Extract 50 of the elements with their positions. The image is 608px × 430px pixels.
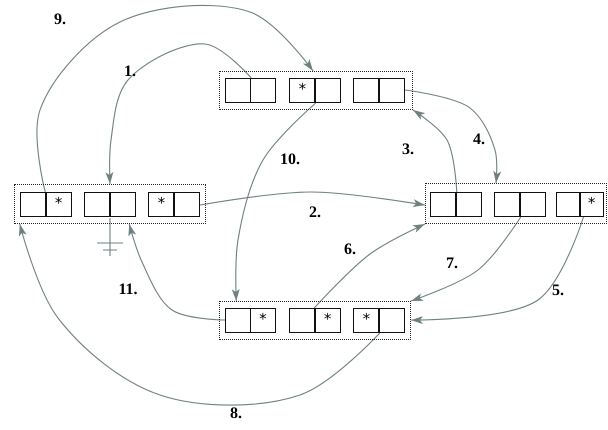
record-field (353, 78, 380, 103)
record-field: * (579, 192, 604, 217)
edge-label: 9. (54, 11, 66, 29)
arrow (412, 110, 458, 192)
record-field: * (289, 78, 316, 103)
record-field (378, 78, 405, 103)
record-field: * (314, 308, 341, 333)
edge-label: 7. (446, 255, 458, 273)
record-field (430, 192, 457, 217)
record-field (494, 192, 521, 217)
record-field (20, 192, 47, 217)
record-field (455, 192, 482, 217)
record-field (378, 308, 405, 333)
dotted-group-box (219, 301, 411, 340)
arrow (200, 191, 426, 208)
arrow (105, 43, 252, 184)
arrow (404, 89, 502, 184)
record-field (519, 192, 546, 217)
record-field: * (250, 308, 276, 333)
edge-label: 5. (552, 282, 564, 300)
record-field: * (353, 308, 380, 333)
dotted-group-box (219, 71, 413, 110)
edge-label: 4. (473, 131, 485, 149)
dotted-group-box (14, 184, 206, 224)
arrow (36, 4, 314, 192)
arrow (410, 216, 522, 302)
arrow (232, 102, 316, 302)
record-field (225, 308, 252, 333)
arrow (128, 224, 226, 321)
record-field: * (45, 192, 72, 217)
edge-label: 11. (118, 281, 138, 299)
edge-label: 8. (230, 405, 242, 423)
edge-label: 6. (344, 241, 356, 259)
arrow (314, 224, 426, 308)
arrow (411, 216, 584, 324)
record-field (225, 78, 252, 103)
record-field (109, 192, 136, 217)
record-field (556, 192, 581, 217)
edge-label: 10. (280, 151, 300, 169)
record-field (314, 78, 341, 103)
record-field: * (148, 192, 175, 217)
record-field (250, 78, 276, 103)
edge-label: 2. (309, 204, 321, 222)
record-field (84, 192, 111, 217)
dotted-group-box (425, 183, 607, 224)
edge-label: 1. (124, 63, 136, 81)
edge-label: 3. (402, 141, 414, 159)
arrow (18, 224, 380, 406)
record-field (289, 308, 316, 333)
record-field (173, 192, 200, 217)
